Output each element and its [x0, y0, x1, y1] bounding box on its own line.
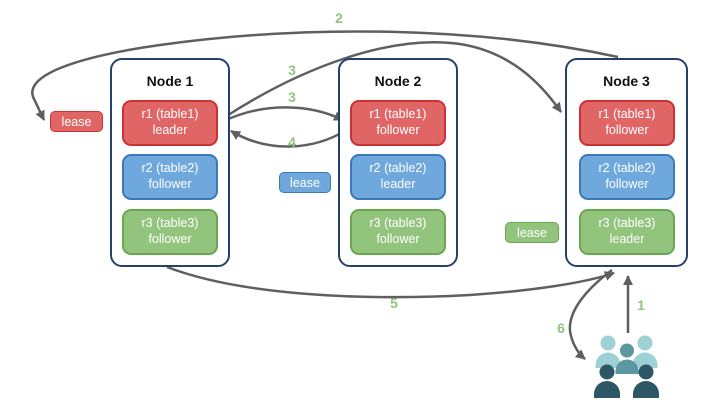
arrow-step3-leader-to-node2-follower — [223, 106, 344, 123]
replica-role-label: follower — [148, 177, 192, 191]
replica-range-label: r1 (table1) — [141, 107, 199, 122]
replica-role-label: follower — [605, 123, 649, 137]
replica-r2-node1: r2 (table2) follower — [122, 154, 218, 200]
node-title: Node 2 — [374, 73, 422, 89]
replica-role-label: follower — [376, 232, 420, 246]
replica-r1-node3: r1 (table1) follower — [579, 100, 675, 146]
replica-role-label: leader — [152, 123, 188, 137]
person-icon — [595, 335, 621, 368]
replica-range-label: r2 (table2) — [369, 161, 427, 176]
replica-r3-node2: r3 (table3) follower — [350, 209, 446, 255]
replica-range-label: r3 (table3) — [598, 216, 656, 231]
replica-range-label: r3 (table3) — [141, 216, 199, 231]
replica-role-label: follower — [605, 177, 649, 191]
step-label-5: 5 — [390, 295, 398, 311]
replica-role-label: leader — [609, 232, 645, 246]
person-icon — [633, 364, 659, 398]
replica-range-label: r2 (table2) — [598, 161, 656, 176]
node-1: Node 1 r1 (table1) leader r2 (table2) fo… — [110, 58, 230, 267]
node-3: Node 3 r1 (table1) follower r2 (table2) … — [565, 58, 688, 267]
replica-range-label: r1 (table1) — [369, 107, 427, 122]
arrow-step5-node1-to-node3 — [166, 265, 615, 299]
step-label-3b: 3 — [288, 89, 296, 105]
replica-role-label: leader — [380, 177, 416, 191]
step-label-1: 1 — [637, 297, 645, 313]
node-title: Node 1 — [146, 73, 194, 89]
replica-r3-node1: r3 (table3) follower — [122, 209, 218, 255]
lease-badge-r1: lease — [50, 111, 103, 132]
step-label-4: 4 — [288, 134, 296, 150]
users-icon — [594, 335, 659, 398]
replica-role-label: follower — [148, 232, 192, 246]
step-label-6: 6 — [557, 320, 565, 336]
replica-r1-node1: r1 (table1) leader — [122, 100, 218, 146]
arrow-step6-leader-to-users — [568, 269, 613, 360]
step-label-2: 2 — [335, 10, 343, 26]
person-icon — [594, 364, 620, 398]
replica-r1-node2: r1 (table1) follower — [350, 100, 446, 146]
node-2: Node 2 r1 (table1) follower r2 (table2) … — [338, 58, 458, 267]
person-icon — [632, 335, 658, 368]
person-icon — [615, 343, 639, 374]
lease-badge-r2: lease — [279, 172, 331, 193]
replica-r2-node2: r2 (table2) leader — [350, 154, 446, 200]
lease-badge-r3: lease — [505, 222, 559, 243]
replica-role-label: follower — [376, 123, 420, 137]
step-label-3a: 3 — [288, 62, 296, 78]
replica-r3-node3: r3 (table3) leader — [579, 209, 675, 255]
replica-r2-node3: r2 (table2) follower — [579, 154, 675, 200]
replica-range-label: r2 (table2) — [141, 161, 199, 176]
replica-range-label: r1 (table1) — [598, 107, 656, 122]
replica-range-label: r3 (table3) — [369, 216, 427, 231]
node-title: Node 3 — [603, 73, 650, 89]
